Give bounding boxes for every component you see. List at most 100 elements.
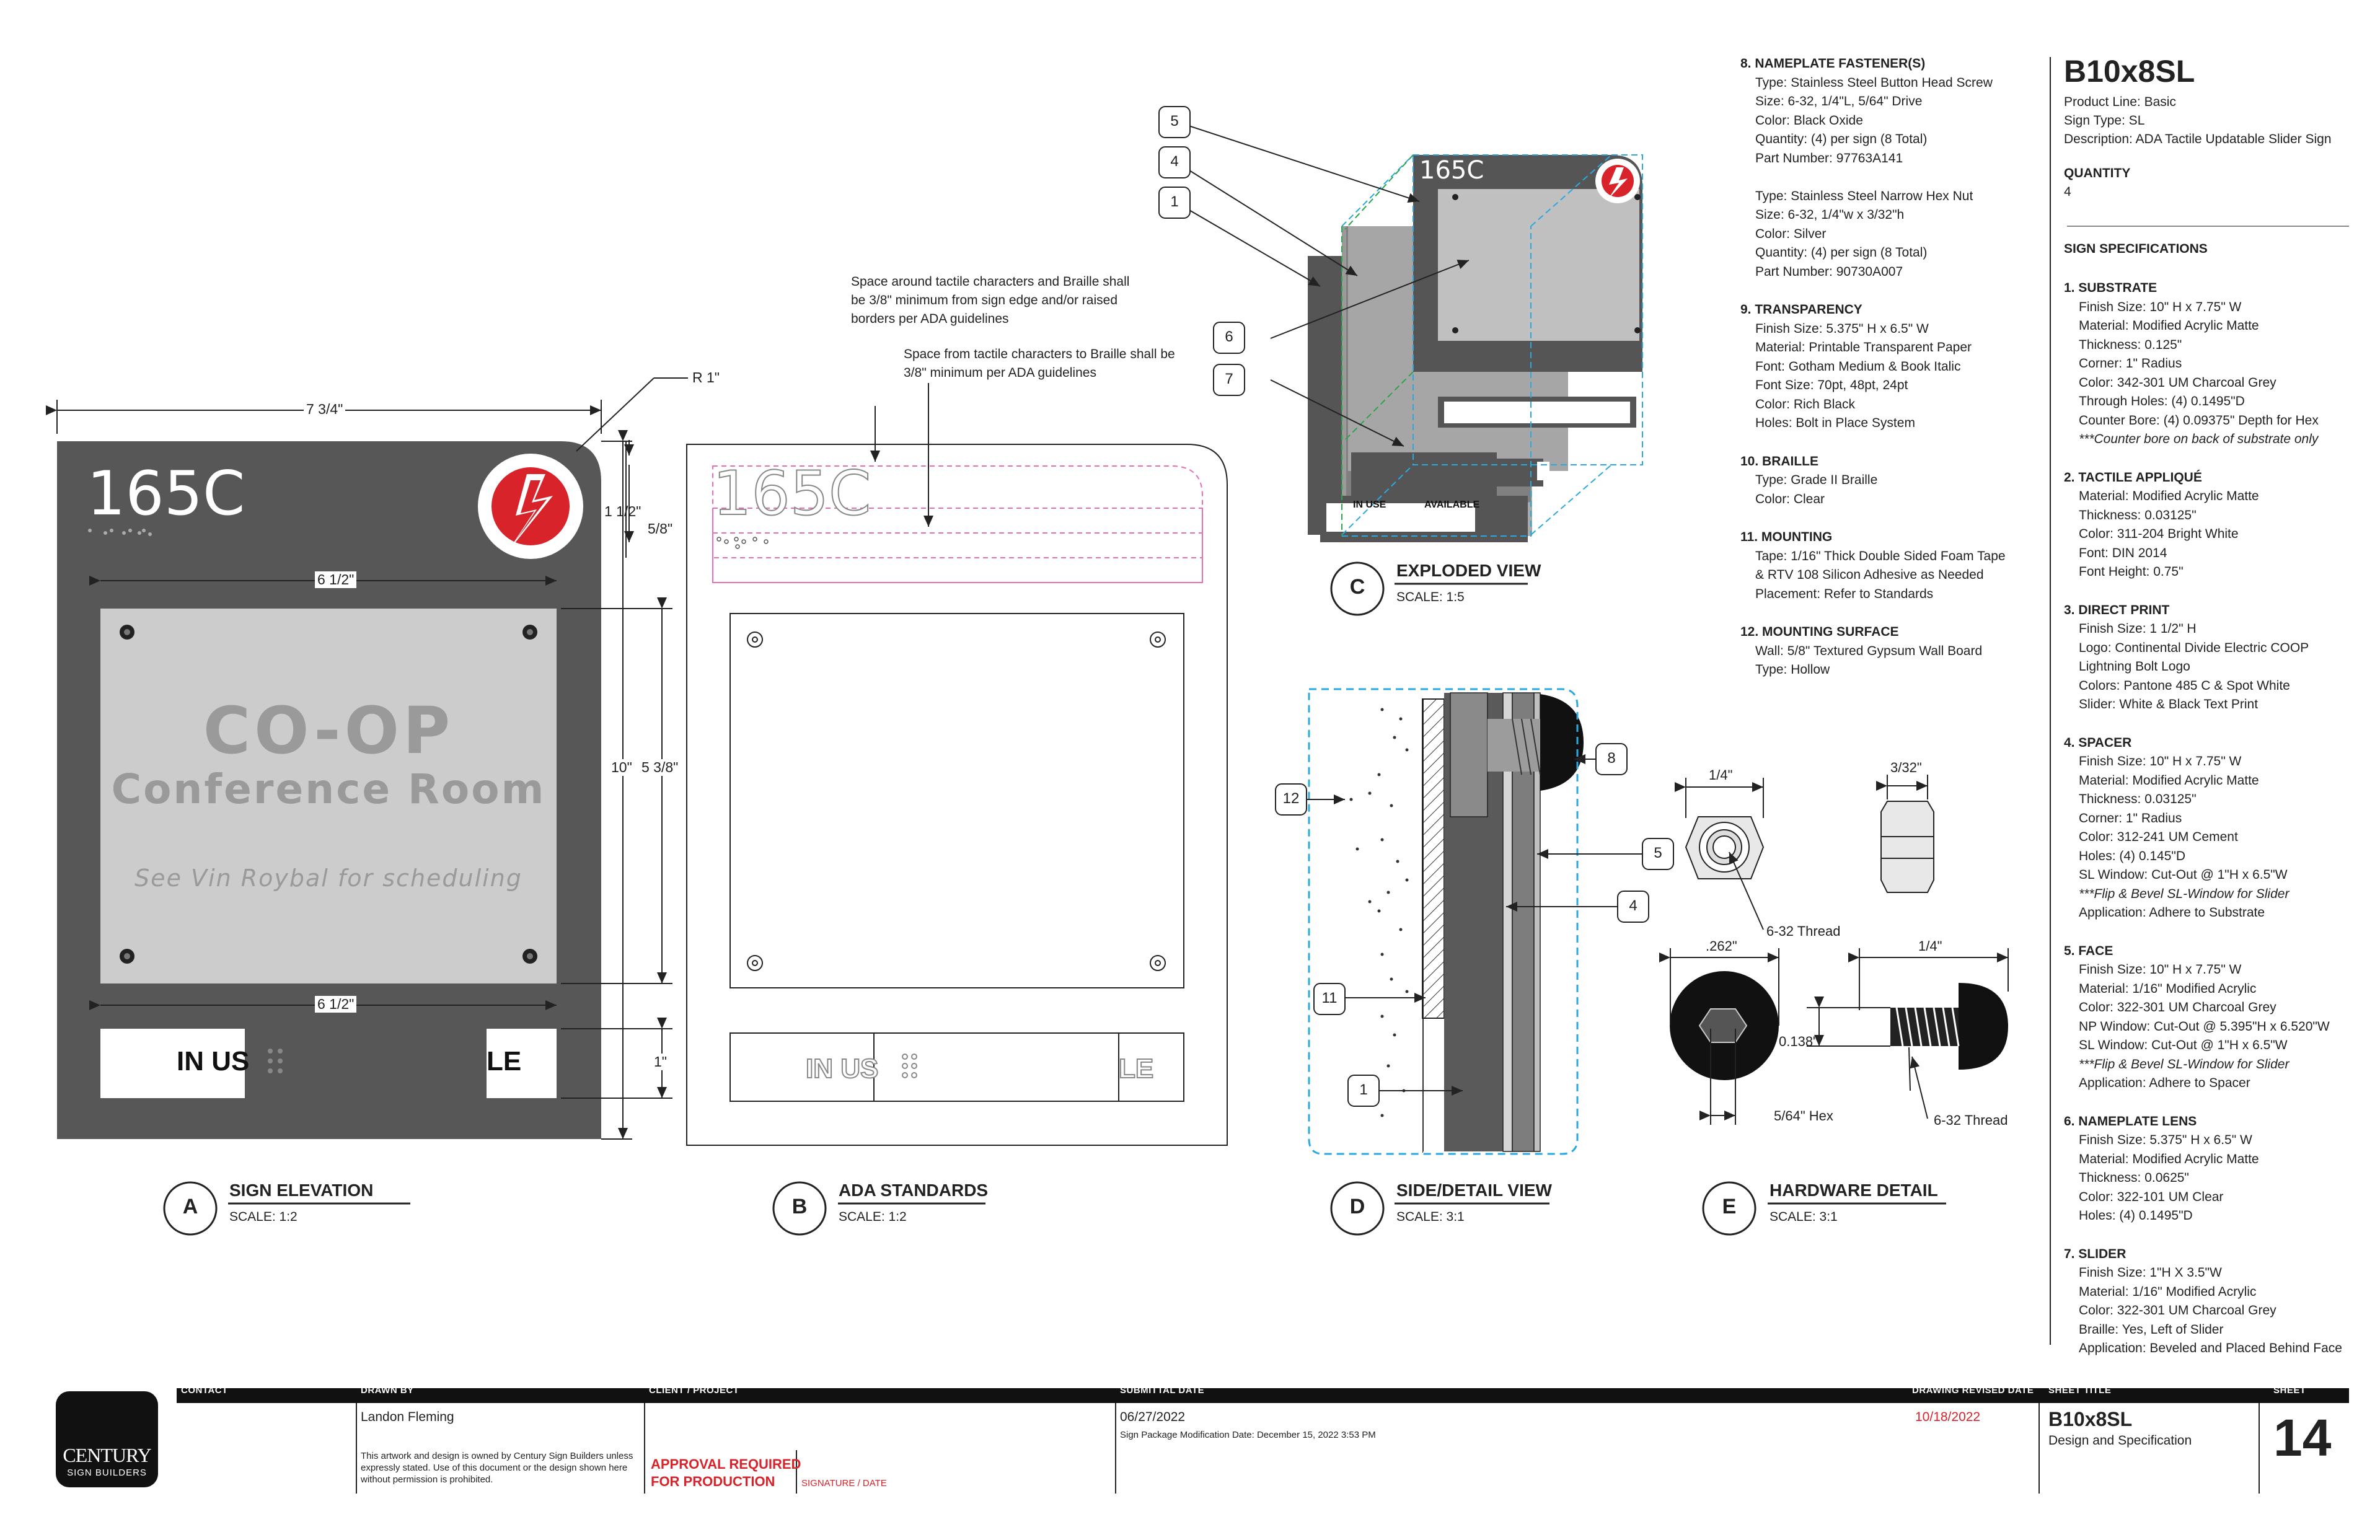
sign-spec-line: Holes: (4) 0.1495"D [2079,1208,2193,1223]
sign-type: Sign Type: SL [2064,113,2145,128]
sign-spec-title: 5. FACE [2064,943,2113,958]
sign-spec-line: Material: Modified Acrylic Matte [2079,319,2259,333]
mid-spec-line: Finish Size: 5.375" H x 6.5" W [1755,321,1929,336]
sign-spec-line: SL Window: Cut-Out @ 1"H x 6.5"W [2079,868,2288,882]
sign-elevation [57,441,601,1139]
view-e-scale: SCALE: 3:1 [1770,1210,1838,1224]
drawn-by-label: DRAWN BY [361,1385,414,1396]
dim-width: 7 3/4" [304,401,346,418]
slider-text-right: LE [487,1046,522,1076]
view-d-letter: D [1349,1195,1365,1218]
mid-spec-line: Color: Black Oxide [1755,113,1863,128]
mid-spec-title: 9. TRANSPARENCY [1740,302,1862,317]
sign-spec-line: Corner: 1" Radius [2079,356,2182,371]
room-number: 165C [87,459,245,529]
sign-spec-line: Thickness: 0.0625" [2079,1171,2189,1185]
sign-spec-line: Font: DIN 2014 [2079,545,2167,560]
revised-date: 10/18/2022 [1915,1410,1981,1424]
mid-spec-title: 10. BRAILLE [1740,454,1819,469]
dim-top2: 5/8" [648,521,673,537]
sheet-title-label: SHEET TITLE [2048,1385,2112,1396]
drawn-by: Landon Fleming [361,1410,454,1424]
sign-spec-line: Thickness: 0.03125" [2079,792,2197,806]
sign-scheduling-note: See Vin Roybal for scheduling [134,865,522,892]
mid-spec-line: Type: Stainless Steel Button Head Screw [1755,75,1993,90]
sign-spec-line: Finish Size: 10" H x 7.75" W [2079,299,2242,314]
sign-spec-line: Application: Adhere to Spacer [2079,1076,2250,1090]
sign-spec-line: Font Height: 0.75" [2079,565,2184,579]
submittal-date-label: SUBMITTAL DATE [1120,1385,1205,1396]
mid-spec-line: & RTV 108 Silicon Adhesive as Needed [1755,568,1984,582]
sign-spec-line: Braille: Yes, Left of Slider [2079,1322,2224,1337]
sign-spec-line: Application: Beveled and Placed Behind F… [2079,1341,2342,1355]
dim-height: 10" [611,759,632,776]
sign-spec-line: Color: 322-101 UM Clear [2079,1189,2224,1204]
ada-slider-left: IN US [805,1053,879,1085]
callout-1-d: 1 [1359,1081,1368,1098]
slider [245,1029,487,1098]
century-logo-badge [56,1391,158,1487]
sign-spec-line: Colors: Pantone 485 C & Spot White [2079,678,2290,693]
mid-spec-line: Type: Grade II Braille [1755,473,1878,487]
view-a-letter: A [182,1195,198,1218]
sign-spec-line: Finish Size: 1 1/2" H [2079,622,2197,636]
sign-subtitle: Conference Room [111,765,546,813]
sign-spec-title: 2. TACTILE APPLIQUÉ [2064,470,2202,485]
sign-spec-line: Finish Size: 10" H x 7.75" W [2079,754,2242,768]
callout-4: 4 [1170,153,1179,170]
nut-height-dim: 3/32" [1890,760,1922,775]
callout-8: 8 [1607,750,1616,767]
callout-12: 12 [1282,790,1300,807]
submittal-date: 06/27/2022 [1120,1410,1186,1424]
quantity-label: QUANTITY [2064,166,2131,180]
view-b-letter: B [791,1195,808,1218]
product-line: Product Line: Basic [2064,95,2176,109]
mid-spec-line: Tape: 1/16" Thick Double Sided Foam Tape [1755,548,2006,563]
contact-label: CONTACT [181,1385,228,1396]
mid-spec-line: Part Number: 97763A141 [1755,151,1903,165]
sign-spec-title: 7. SLIDER [2064,1246,2127,1261]
sheet-subtitle: Design and Specification [2048,1433,2192,1448]
view-d-title: SIDE/DETAIL VIEW [1396,1181,1552,1200]
mid-spec-line: Color: Rich Black [1755,397,1856,411]
sign-spec-line: Application: Adhere to Substrate [2079,905,2265,920]
mid-spec-line: Size: 6-32, 1/4"L, 5/64" Drive [1755,94,1923,108]
callout-7: 7 [1225,371,1233,387]
sign-spec-line: Material: Modified Acrylic Matte [2079,1151,2259,1166]
sign-spec-line: Material: 1/16" Modified Acrylic [2079,1284,2257,1299]
exploded-view [1177,121,1643,542]
sign-spec-note: ***Flip & Bevel SL-Window for Slider [2079,1057,2290,1071]
specs-heading: SIGN SPECIFICATIONS [2064,242,2208,256]
sign-spec-line: Material: 1/16" Modified Acrylic [2079,981,2257,996]
mid-spec-line: Placement: Refer to Standards [1755,586,1934,601]
mid-spec-line: Font: Gotham Medium & Book Italic [1755,359,1961,374]
sign-spec-line: Thickness: 0.125" [2079,337,2182,352]
sign-spec-line: Holes: (4) 0.145"D [2079,848,2186,863]
sign-spec-line: Through Holes: (4) 0.1495"D [2079,394,2245,408]
nut-thread: 6-32 Thread [1766,923,1841,939]
exploded-in-use: IN USE [1353,499,1386,510]
view-b-scale: SCALE: 1:2 [839,1210,907,1224]
ada-clearance-zone [712,465,1203,583]
callout-1: 1 [1170,193,1179,210]
sign-spec-line: Slider: White & Black Text Print [2079,697,2259,711]
mid-spec-line: Size: 6-32, 1/4"w x 3/32"h [1755,208,1905,222]
lightning-logo-icon [1595,159,1640,203]
view-c-scale: SCALE: 1:5 [1396,590,1465,604]
drawing-revised-label: DRAWING REVISED DATE [1912,1385,2034,1396]
screw-thread [1890,1007,1960,1047]
sign-spec-title: 4. SPACER [2064,735,2132,750]
mid-spec-title: 8. NAMEPLATE FASTENER(S) [1740,56,1926,71]
view-d-scale: SCALE: 3:1 [1396,1210,1465,1224]
sign-spec-line: Material: Modified Acrylic Matte [2079,773,2259,788]
slider-text-left: IN US [177,1046,250,1076]
mid-spec-line: Part Number: 90730A007 [1755,264,1903,279]
mid-spec-line: Quantity: (4) per sign (8 Total) [1755,245,1928,260]
screw-height: 0.138" [1779,1034,1818,1049]
mid-spec-line: Type: Stainless Steel Narrow Hex Nut [1755,188,1973,203]
ada-room-number: 165C [712,458,871,530]
callout-5: 5 [1170,113,1179,130]
sheet-number: 14 [2273,1409,2332,1467]
